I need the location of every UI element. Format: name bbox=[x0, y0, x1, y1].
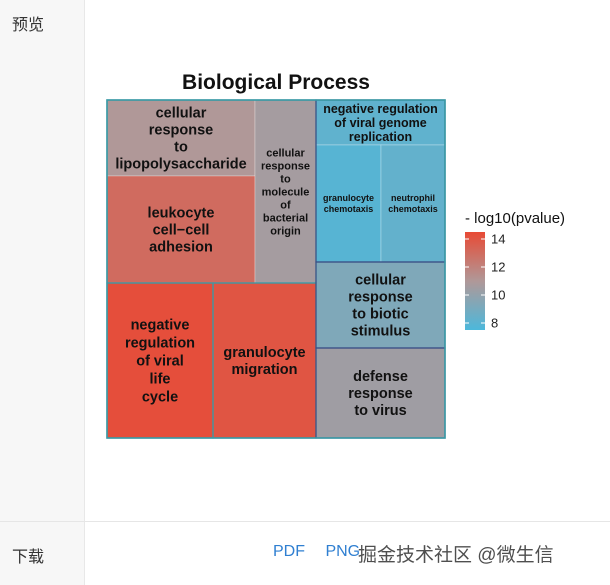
legend: - log10(pvalue) 14 12 10 8 bbox=[465, 210, 565, 331]
treemap-tile bbox=[380, 144, 446, 263]
legend-tick-label: 14 bbox=[491, 232, 505, 247]
treemap-tile bbox=[254, 99, 317, 284]
legend-tick-label: 8 bbox=[491, 316, 498, 331]
preview-label: 预览 bbox=[12, 17, 45, 34]
png-download-link[interactable]: PNG bbox=[325, 543, 361, 560]
download-links: PDF PNG bbox=[273, 543, 376, 561]
legend-title: - log10(pvalue) bbox=[465, 210, 565, 227]
download-label: 下载 bbox=[12, 549, 45, 566]
treemap-tile bbox=[315, 347, 446, 439]
watermark: 掘金技术社区 @微生信 bbox=[358, 545, 554, 566]
treemap-tile bbox=[315, 144, 382, 263]
divider bbox=[0, 521, 610, 522]
legend-tick-label: 10 bbox=[491, 288, 505, 303]
legend-colorbar bbox=[465, 232, 485, 330]
treemap-tile bbox=[106, 282, 214, 439]
treemap-outer-border bbox=[106, 99, 446, 439]
chart-title: Biological Process bbox=[182, 71, 370, 94]
legend-tick-label: 12 bbox=[491, 260, 505, 275]
left-panel bbox=[0, 0, 85, 585]
pdf-download-link[interactable]: PDF bbox=[273, 543, 305, 560]
